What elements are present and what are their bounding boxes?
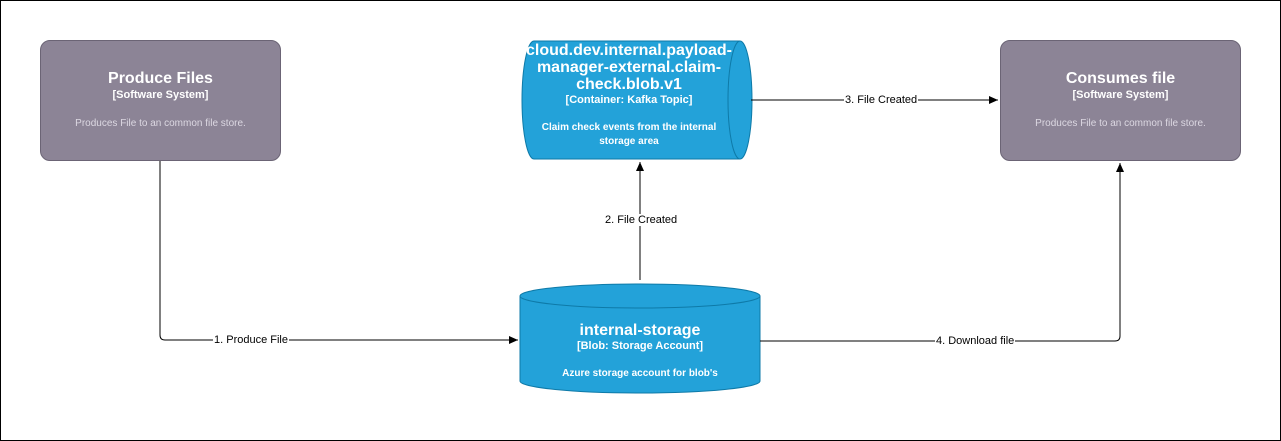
storage-node: internal-storage [Blob: Storage Account]… (520, 322, 760, 381)
node-type: [Software System] (1072, 89, 1169, 101)
consumes-file-node[interactable]: Consumes file [Software System] Produces… (1000, 40, 1241, 161)
node-type: [Container: Kafka Topic] (565, 94, 693, 106)
node-description: Produces File to an common file store. (1035, 118, 1206, 129)
storage-cylinder[interactable] (519, 283, 761, 394)
edge-label-produce-file: 1. Produce File (213, 334, 289, 346)
edge-label-file-created-topic: 2. File Created (604, 214, 679, 226)
kafka-topic-cylinder[interactable] (521, 40, 753, 160)
edge-label-download-file: 4. Download file (935, 335, 1016, 347)
node-type: [Blob: Storage Account] (576, 340, 704, 352)
node-title: internal-storage (579, 322, 701, 339)
node-title: cloud.dev.internal.payload-manager-exter… (526, 42, 732, 93)
node-description: Azure storage account for blob's (562, 368, 718, 379)
produce-files-node[interactable]: Produce Files [Software System] Produces… (40, 40, 281, 161)
edge-label-file-created-consumer: 3. File Created (844, 94, 919, 106)
edge-produce-file[interactable] (159, 160, 518, 344)
edge-download-file[interactable] (760, 163, 1124, 342)
node-type: [Software System] (112, 89, 209, 101)
node-title: Produce Files (108, 70, 213, 87)
kafka-topic-node: cloud.dev.internal.payload-manager-exter… (522, 42, 736, 149)
node-title: Consumes file (1065, 70, 1176, 87)
node-description: Claim check events from the internal sto… (541, 122, 717, 147)
node-description: Produces File to an common file store. (75, 118, 246, 129)
